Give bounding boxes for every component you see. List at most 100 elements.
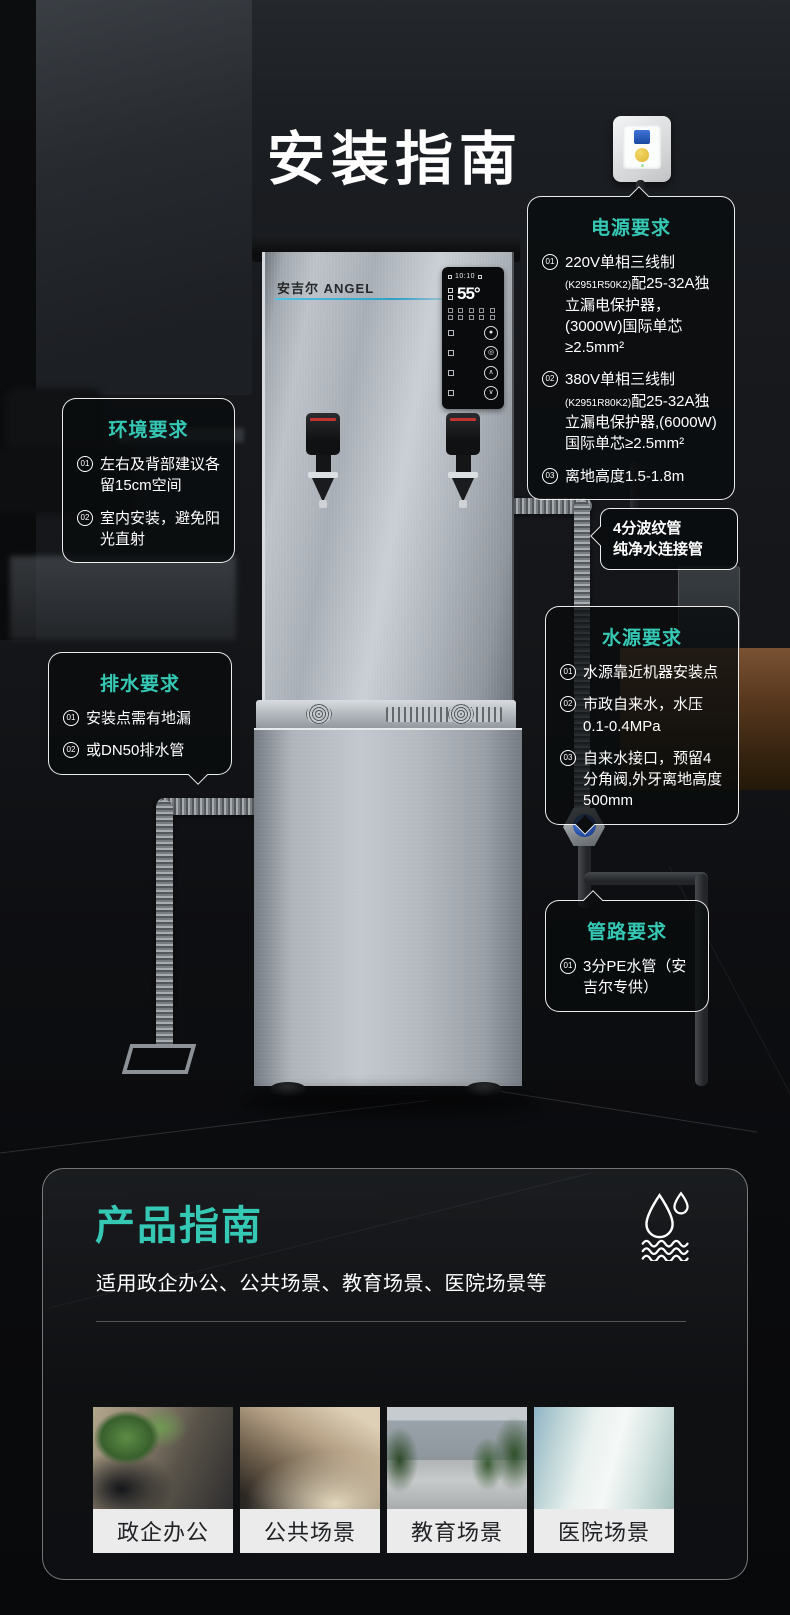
item-number-badge: 01 — [560, 958, 576, 974]
vent-slots — [386, 707, 502, 722]
scene-card-hospital: 医院场景 — [534, 1407, 674, 1553]
tap-handle — [446, 413, 480, 455]
power-socket — [613, 116, 671, 182]
clock-readout: 10:10 — [455, 273, 476, 280]
socket-plate — [623, 125, 661, 169]
requirement-item: 02 380V单相三线制(K2951R80K2)配25-32A独立漏电保护器,(… — [542, 369, 720, 454]
item-text: 3分PE水管（安吉尔专供） — [583, 958, 687, 997]
callout-title: 管路要求 — [586, 922, 667, 943]
bubble-pointer — [590, 526, 610, 546]
drain-pipe-vertical — [156, 800, 173, 1056]
tap-collar — [448, 472, 478, 478]
scene-label: 公共场景 — [240, 1509, 380, 1553]
machine-lower-cabinet — [254, 728, 522, 1086]
scene-cards: 政企办公 公共场景 教育场景 医院场景 — [93, 1407, 674, 1553]
label-icon — [448, 370, 454, 376]
page-title: 安装指南 — [266, 127, 523, 192]
mode-icons — [448, 308, 498, 320]
item-number-badge: 01 — [63, 710, 79, 726]
item-text: 市政自来水，水压0.1-0.4MPa — [583, 696, 704, 735]
requirement-item: 01 水源靠近机器安装点 — [560, 662, 724, 683]
callout-pipeline-requirements: 管路要求 01 3分PE水管（安吉尔专供） — [545, 890, 709, 1012]
item-text-small: (K2951R50K2) — [565, 280, 632, 292]
item-text-rest: 配25-32A独立漏电保护器，(3000W)国际单芯≥2.5mm² — [565, 275, 710, 357]
background-wall — [0, 0, 252, 395]
requirement-item: 02 市政自来水，水压0.1-0.4MPa — [560, 694, 724, 737]
item-text-main: 离地高度1.5-1.8m — [565, 467, 685, 485]
drip-tray — [256, 700, 516, 730]
item-text: 220V单相三线制(K2951R50K2)配25-32A独立漏电保护器，(300… — [565, 252, 720, 358]
callout-title: 环境要求 — [108, 420, 189, 441]
item-number-badge: 03 — [542, 467, 558, 484]
temperature-display: 55° — [457, 284, 481, 303]
water-boiler-machine: 安吉尔 ANGEL 10:10 55° ● ◎ — [262, 252, 514, 704]
water-tap-left — [306, 413, 340, 508]
item-number-badge: 01 — [560, 664, 576, 680]
requirement-item: 03 自来水接口，预留4分角阀,外牙离地高度500mm — [560, 748, 724, 812]
wifi-icon — [448, 274, 452, 279]
tap-spout — [312, 478, 334, 502]
callout-title: 电源要求 — [590, 218, 671, 239]
water-pipe — [584, 872, 708, 885]
brand-underline — [275, 298, 459, 300]
requirement-item: 02 室内安装，避免阳光直射 — [77, 508, 220, 551]
callout-title: 水源要求 — [601, 628, 682, 649]
hose-label-line2: 纯净水连接管 — [613, 541, 704, 558]
divider — [96, 1321, 686, 1322]
requirement-item: 01 安装点需有地漏 — [63, 708, 217, 729]
item-number-badge: 02 — [63, 742, 79, 759]
scene-card-public: 公共场景 — [240, 1407, 380, 1553]
requirement-item: 01 220V单相三线制(K2951R50K2)配25-32A独立漏电保护器，(… — [542, 252, 720, 358]
label-icon — [448, 350, 454, 356]
scene-photo-hospital — [534, 1407, 674, 1509]
item-text: 离地高度1.5-1.8m — [565, 466, 684, 487]
tap-handle — [306, 413, 340, 455]
tap-collar — [308, 472, 338, 478]
temp-mode-icons — [448, 288, 453, 300]
item-number-badge: 02 — [77, 509, 93, 526]
item-text: 自来水接口，预留4分角阀,外牙离地高度500mm — [583, 749, 723, 810]
floor-drain — [121, 1044, 197, 1074]
tap-stem — [315, 455, 331, 472]
background-floor-reflection — [10, 556, 236, 640]
item-number-badge: 01 — [77, 456, 93, 472]
brand-name-en: ANGEL — [323, 281, 375, 296]
down-button-icon: ∨ — [484, 386, 498, 400]
callout-pointer — [188, 764, 208, 785]
scene-label: 医院场景 — [534, 1509, 674, 1553]
up-button-icon: ∧ — [484, 366, 498, 380]
hose-label-line1: 4分波纹管 — [613, 520, 682, 537]
panel-button-row: ∨ — [448, 386, 498, 400]
product-guide-subtitle: 适用政企办公、公共场景、教育场景、医院场景等 — [96, 1273, 547, 1295]
brand-name-cn: 安吉尔 — [277, 281, 320, 296]
panel-button-row: ● — [448, 326, 498, 340]
item-text-rest: 配25-32A独立漏电保护器,(6000W)国际单芯≥2.5mm² — [565, 392, 717, 453]
water-tap-right — [446, 413, 480, 508]
tap-stem — [455, 455, 471, 472]
item-text: 室内安装，避免阳光直射 — [100, 509, 221, 548]
item-text: 或DN50排水管 — [86, 742, 185, 760]
water-drops-icon — [641, 1191, 689, 1261]
scene-photo-public — [240, 1407, 380, 1509]
item-number-badge: 03 — [560, 749, 576, 766]
panel-button-row: ∧ — [448, 366, 498, 380]
scene-photo-education — [387, 1407, 527, 1509]
scene-photo-office — [93, 1407, 233, 1509]
requirement-item: 02 或DN50排水管 — [63, 740, 217, 761]
drain-grille — [448, 704, 474, 724]
callout-drainage-requirements: 排水要求 01 安装点需有地漏 02 或DN50排水管 — [48, 652, 232, 785]
panel-button-row: ◎ — [448, 346, 498, 360]
product-guide-title: 产品指南 — [95, 1204, 263, 1248]
machine-shadow — [240, 1090, 540, 1114]
socket-switch — [634, 130, 650, 144]
callout-environment-requirements: 环境要求 01 左右及背部建议各留15cm空间 02 室内安装，避免阳光直射 — [62, 398, 235, 564]
status-row: 10:10 — [448, 273, 498, 280]
label-icon — [448, 390, 454, 396]
corrugated-hose-horizontal — [508, 498, 592, 514]
brand-logo: 安吉尔 ANGEL — [277, 278, 374, 297]
requirement-item: 01 3分PE水管（安吉尔专供） — [560, 956, 694, 999]
callout-title: 排水要求 — [99, 674, 180, 695]
item-text: 380V单相三线制(K2951R80K2)配25-32A独立漏电保护器,(600… — [565, 369, 720, 454]
item-number-badge: 01 — [542, 254, 558, 270]
